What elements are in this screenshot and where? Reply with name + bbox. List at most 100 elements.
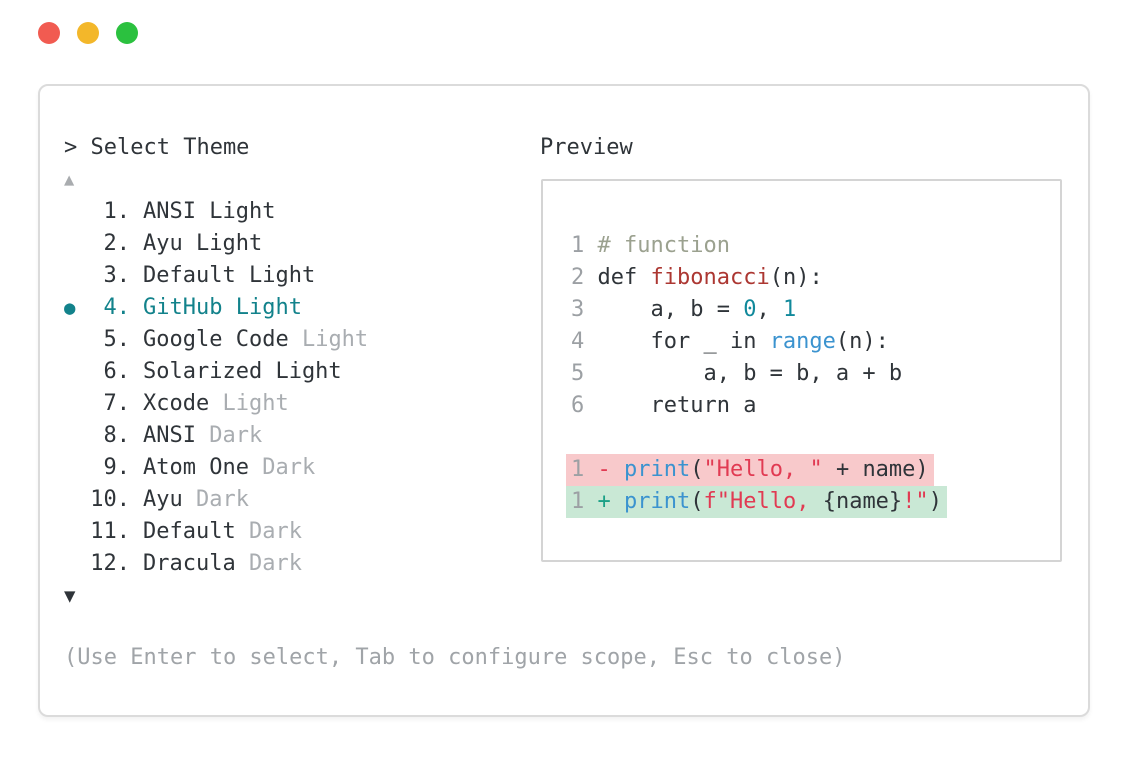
item-name: Ayu Light bbox=[143, 231, 263, 256]
code-token: {name} bbox=[822, 489, 903, 514]
item-gap bbox=[130, 260, 143, 292]
code-token: "Hello, " bbox=[703, 457, 823, 482]
code-token: range bbox=[769, 329, 836, 354]
item-gap bbox=[130, 484, 143, 516]
item-name: ANSI bbox=[143, 423, 196, 448]
code-line: 1 # function bbox=[571, 230, 947, 262]
code-token: + name) bbox=[822, 457, 929, 482]
item-name: Default bbox=[143, 519, 236, 544]
theme-list-item[interactable]: 2. Ayu Light bbox=[64, 228, 368, 260]
item-gap bbox=[130, 356, 143, 388]
line-number: 2 bbox=[571, 265, 598, 290]
line-number: 1 bbox=[571, 489, 598, 514]
item-gap bbox=[130, 548, 143, 580]
theme-list-item[interactable]: 3. Default Light bbox=[64, 260, 368, 292]
blank-line bbox=[571, 422, 947, 454]
preview-box: 1 # function 2 def fibonacci(n): 3 a, b = … bbox=[541, 179, 1062, 562]
code-token: - bbox=[597, 457, 624, 482]
code-token: f"Hello, bbox=[703, 489, 823, 514]
item-number: 5. bbox=[103, 327, 131, 352]
diff-line-removed: 1 - print("Hello, " + name) bbox=[566, 454, 947, 486]
line-number: 6 bbox=[571, 393, 598, 418]
item-number: 4. bbox=[103, 295, 131, 320]
code-token: ( bbox=[690, 489, 704, 514]
line-number: 3 bbox=[571, 297, 598, 322]
code-token: ( bbox=[690, 457, 704, 482]
item-suffix: Dark bbox=[235, 551, 302, 576]
marker-spacer bbox=[64, 324, 90, 356]
item-gap bbox=[130, 388, 143, 420]
theme-list-item[interactable]: 10. Ayu Dark bbox=[64, 484, 368, 516]
theme-list-item[interactable]: 8. ANSI Dark bbox=[64, 420, 368, 452]
item-name: GitHub Light bbox=[143, 295, 302, 320]
code-token: , bbox=[756, 297, 783, 322]
item-number: 9. bbox=[103, 455, 131, 480]
code-line: 5 a, b = b, a + b bbox=[571, 358, 947, 390]
item-name: Solarized Light bbox=[143, 359, 342, 384]
item-gap bbox=[130, 324, 143, 356]
item-suffix: Dark bbox=[235, 519, 302, 544]
zoom-button[interactable] bbox=[116, 22, 138, 44]
item-gap bbox=[130, 452, 143, 484]
code-token: 1 bbox=[782, 297, 797, 322]
code-block: 1 # function 2 def fibonacci(n): 3 a, b = … bbox=[566, 230, 947, 518]
code-token: ) bbox=[928, 489, 942, 514]
theme-list-item[interactable]: ● 4. GitHub Light bbox=[64, 292, 368, 324]
item-name: ANSI Light bbox=[143, 199, 276, 224]
code-line: 3 a, b = 0, 1 bbox=[571, 294, 947, 326]
item-number: 3. bbox=[103, 263, 131, 288]
scroll-up-indicator[interactable]: ▲ bbox=[64, 170, 75, 190]
item-number: 10. bbox=[90, 487, 130, 512]
theme-list-item[interactable]: 9. Atom One Dark bbox=[64, 452, 368, 484]
line-number: 1 bbox=[571, 457, 598, 482]
marker-spacer bbox=[64, 484, 90, 516]
marker-spacer bbox=[64, 452, 90, 484]
theme-list-item[interactable]: 12. Dracula Dark bbox=[64, 548, 368, 580]
code-token: a, b = b, a + b bbox=[597, 361, 903, 386]
scroll-down-indicator[interactable]: ▼ bbox=[64, 585, 76, 607]
item-name: Ayu bbox=[143, 487, 183, 512]
item-number: 8. bbox=[103, 423, 131, 448]
prompt-header: > Select Theme bbox=[64, 135, 250, 160]
code-token: def bbox=[597, 265, 651, 290]
marker-spacer bbox=[64, 420, 90, 452]
theme-list-item[interactable]: 5. Google Code Light bbox=[64, 324, 369, 356]
code-token: + bbox=[597, 489, 624, 514]
item-suffix: Light bbox=[288, 327, 369, 352]
selected-bullet-icon: ● bbox=[64, 297, 76, 319]
code-token: !" bbox=[902, 489, 929, 514]
marker-spacer bbox=[64, 548, 90, 580]
item-name: Google Code bbox=[143, 327, 289, 352]
item-name: Xcode bbox=[143, 391, 210, 416]
footer-hint: (Use Enter to select, Tab to configure s… bbox=[64, 645, 846, 670]
item-name: Atom One bbox=[143, 455, 249, 480]
line-number: 4 bbox=[571, 329, 598, 354]
close-button[interactable] bbox=[38, 22, 60, 44]
diff-line-added: 1 + print(f"Hello, {name}!") bbox=[566, 486, 947, 518]
line-number: 5 bbox=[571, 361, 598, 386]
theme-list-item[interactable]: 1. ANSI Light bbox=[64, 196, 368, 228]
marker-spacer bbox=[64, 228, 90, 260]
code-token: (n): bbox=[769, 265, 823, 290]
item-gap bbox=[130, 420, 143, 452]
item-gap bbox=[130, 228, 143, 260]
code-token: print bbox=[624, 489, 691, 514]
window-controls bbox=[38, 22, 138, 44]
marker-spacer bbox=[64, 356, 90, 388]
item-number: 12. bbox=[90, 551, 130, 576]
diff-highlight: 1 - print("Hello, " + name) bbox=[566, 454, 934, 486]
theme-list-item[interactable]: 7. Xcode Light bbox=[64, 388, 368, 420]
marker-spacer bbox=[64, 260, 90, 292]
code-token: fibonacci bbox=[650, 265, 770, 290]
item-gap bbox=[130, 292, 143, 324]
code-token: return a bbox=[597, 393, 757, 418]
item-gap bbox=[130, 196, 143, 228]
code-token: 0 bbox=[743, 297, 757, 322]
theme-list-item[interactable]: 6. Solarized Light bbox=[64, 356, 368, 388]
theme-list-item[interactable]: 11. Default Dark bbox=[64, 516, 368, 548]
code-token: # function bbox=[597, 233, 730, 258]
item-number: 2. bbox=[103, 231, 131, 256]
minimize-button[interactable] bbox=[77, 22, 99, 44]
